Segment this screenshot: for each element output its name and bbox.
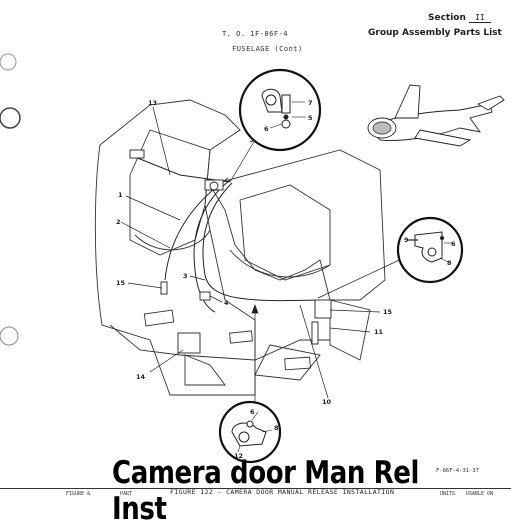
right-bay-box — [239, 184, 331, 281]
floor-hole-mid — [229, 330, 253, 344]
floor-panel — [109, 324, 330, 361]
right-lower-panel — [329, 299, 371, 361]
footer-rule — [0, 488, 511, 506]
right-bay-outline — [209, 149, 386, 301]
right-pin — [311, 321, 319, 345]
footer-part-label: PART — [120, 491, 133, 497]
detail-view-right — [396, 216, 464, 284]
right-bracket — [314, 299, 332, 319]
bracket-top — [129, 149, 145, 159]
group-assembly-title: Group Assembly Parts List — [368, 28, 502, 38]
release-handle-bracket — [177, 332, 201, 354]
floor-plate — [254, 344, 321, 381]
callout-5: 5 — [308, 114, 313, 122]
release-cable-2 — [202, 182, 321, 302]
footer-figure-label: FIGURE & — [66, 491, 91, 497]
detail-view-bottom — [218, 400, 282, 464]
callout-15-left: 15 — [116, 279, 126, 287]
callout-10: 10 — [322, 398, 332, 406]
callout-1: 1 — [118, 191, 123, 199]
camera-door-release-drawing: 13 1 2 3 4 15 14 15 11 10 7 5 6 9 6 8 6 … — [94, 68, 505, 464]
left-bay-outline — [94, 99, 256, 396]
callout-6-bottom: 6 — [250, 408, 255, 416]
floor-opening — [184, 354, 226, 386]
cable-upper-run — [129, 154, 231, 183]
floor-hole-right — [284, 356, 311, 371]
callout-13: 13 — [148, 99, 157, 107]
cable-pulley — [209, 181, 219, 191]
section-header: Section II — [428, 13, 491, 23]
footer-units-label: UNITS — [440, 491, 456, 497]
callout-2: 2 — [116, 218, 121, 226]
release-cable-3 — [164, 177, 229, 281]
callout-8-bottom: 8 — [274, 424, 279, 432]
callout-8-right: 8 — [447, 259, 452, 267]
callout-14: 14 — [136, 373, 146, 381]
callout-4: 4 — [224, 299, 229, 307]
fuselage-label: FUSELAGE (Cont) — [232, 45, 303, 53]
callout-6-right: 6 — [451, 240, 456, 248]
callout-12: 12 — [234, 452, 243, 460]
figure-reference: F-86F-4-31-37 — [436, 468, 480, 474]
binder-hole-upper — [0, 107, 21, 129]
callout-7: 7 — [308, 99, 313, 107]
figure-caption: FIGURE 122 - CAMERA DOOR MANUAL RELEASE … — [170, 488, 395, 496]
callout-9: 9 — [404, 236, 409, 244]
left-bay-inner — [129, 129, 211, 256]
clamp-mid — [199, 291, 211, 301]
section-label: Section — [428, 13, 466, 23]
parts-list-page: T. O. 1F-86F-4 FUSELAGE (Cont) Section I… — [0, 13, 511, 527]
right-bay-curve — [229, 249, 331, 278]
tech-order-number: T. O. 1F-86F-4 — [222, 30, 289, 38]
binder-holes — [0, 53, 21, 346]
footer-usable-label: USABLE ON — [466, 491, 494, 497]
callout-3: 3 — [183, 272, 188, 280]
detail-view-top — [238, 68, 322, 152]
binder-hole-lower — [0, 326, 19, 346]
callout-15-right: 15 — [383, 308, 393, 316]
section-number: II — [469, 13, 491, 23]
release-cable-1 — [193, 179, 231, 313]
left-bay-window — [134, 229, 211, 251]
floor-hole-left — [143, 309, 175, 327]
aircraft-locator-sketch — [367, 84, 505, 147]
callout-6-top: 6 — [264, 125, 269, 133]
binder-hole-top — [0, 53, 17, 71]
callout-11: 11 — [374, 328, 384, 336]
